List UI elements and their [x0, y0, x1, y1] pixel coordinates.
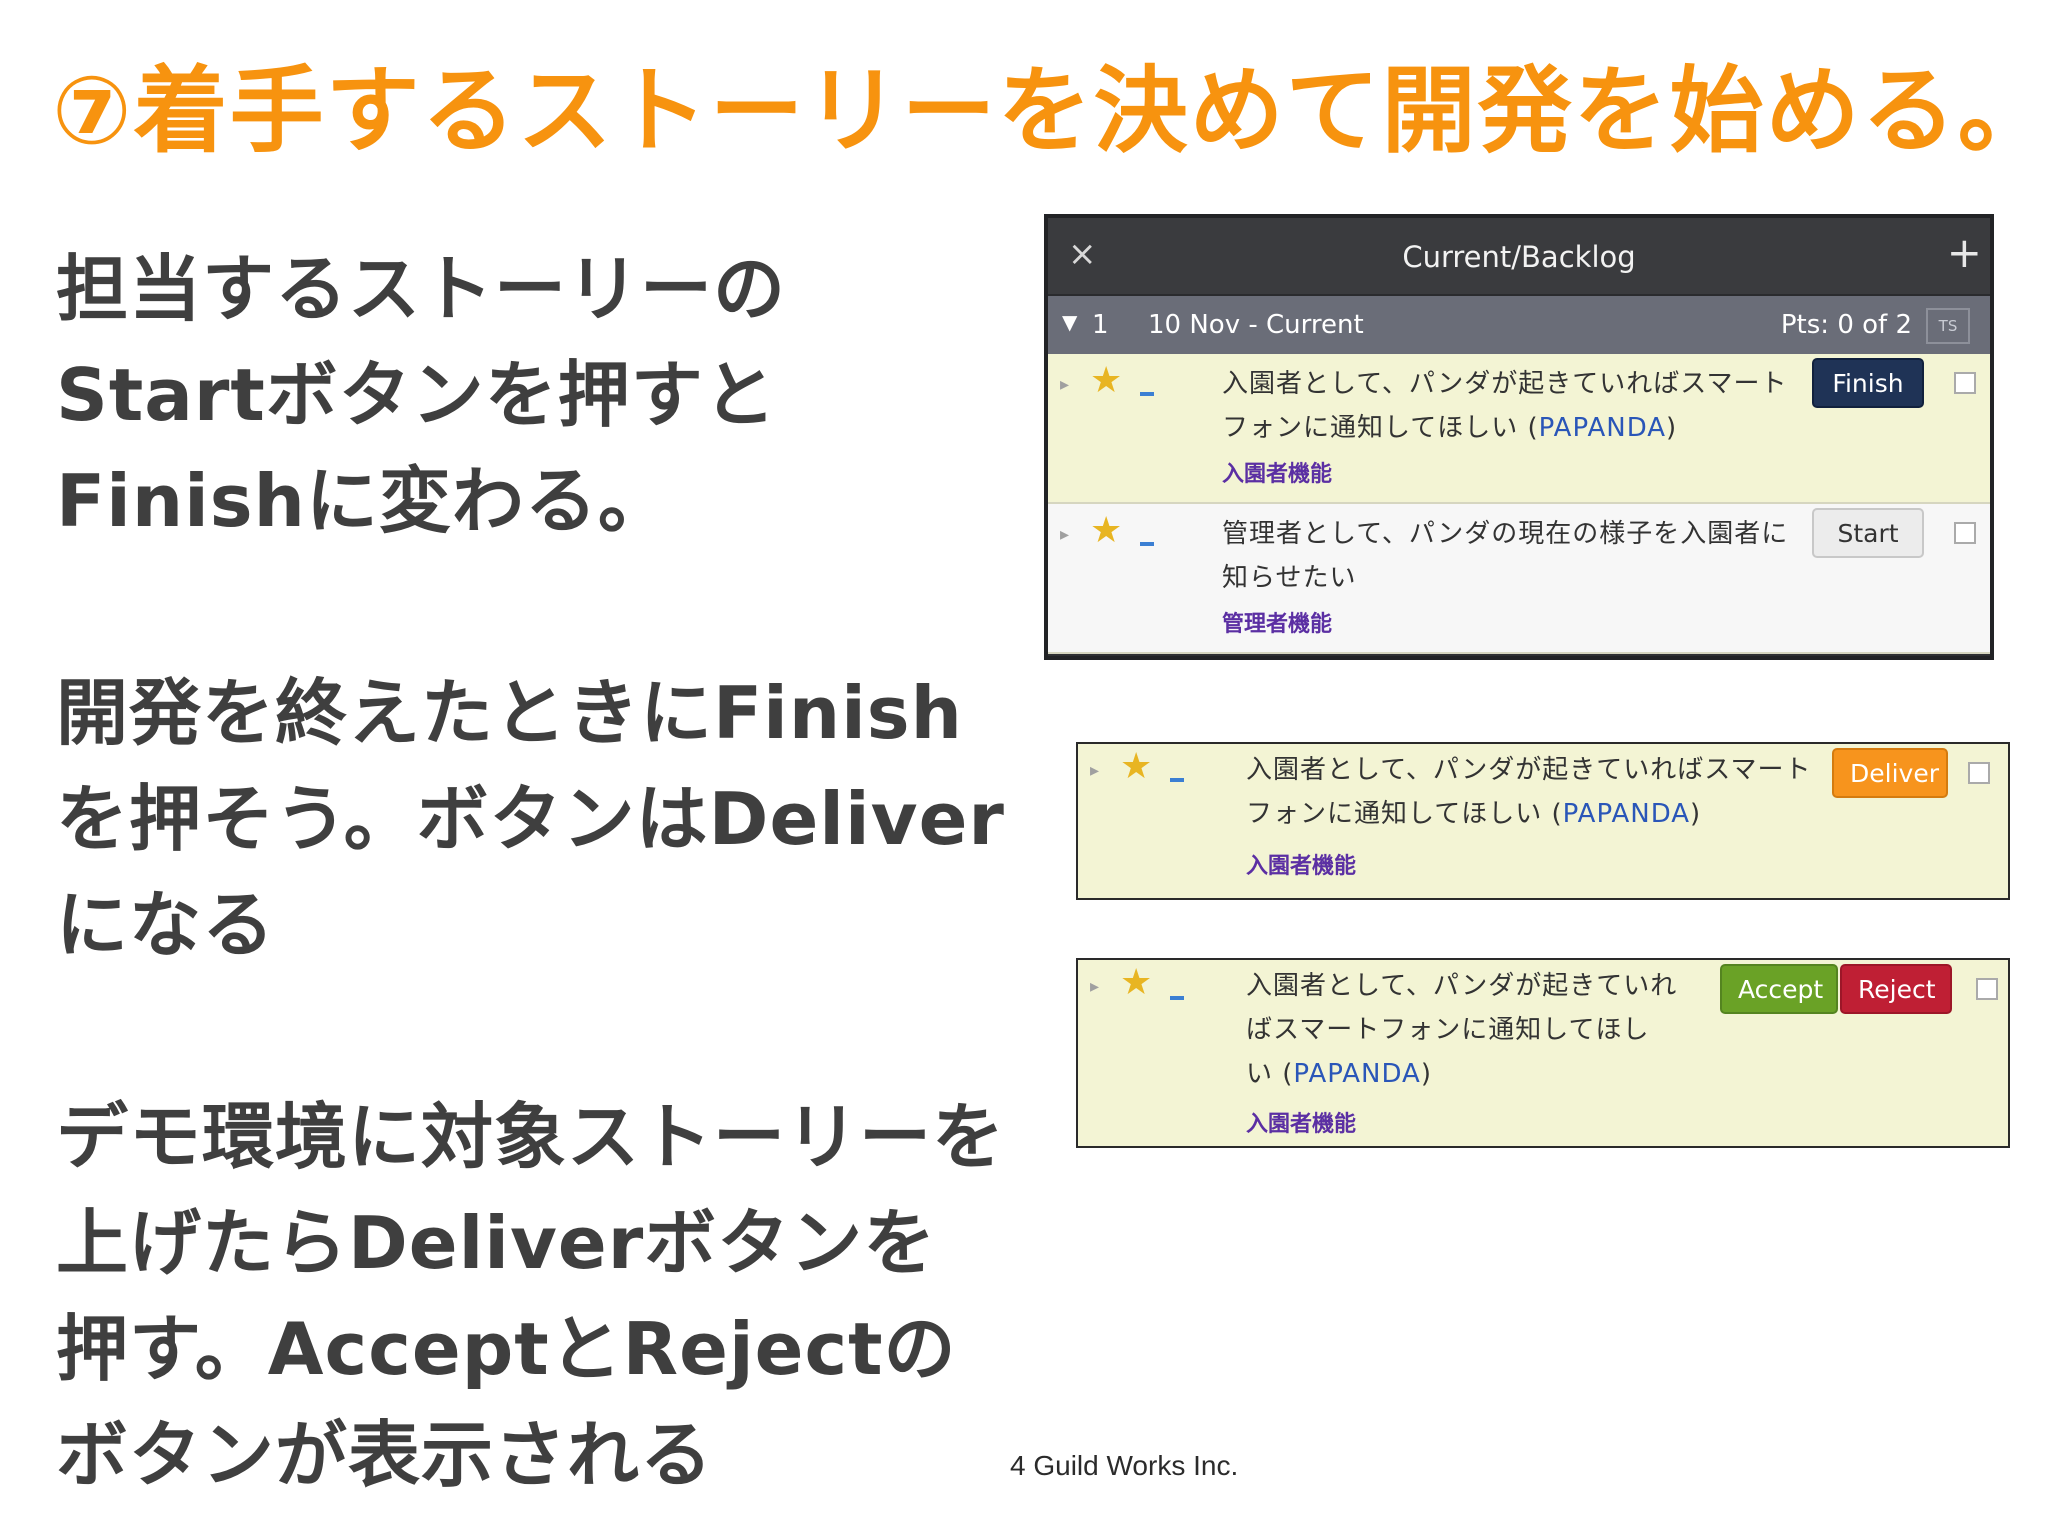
- paragraph-line: になる: [56, 883, 276, 967]
- story-checkbox[interactable]: [1954, 372, 1976, 394]
- deliver-button[interactable]: Deliver: [1832, 748, 1948, 798]
- story-checkbox[interactable]: [1954, 522, 1976, 544]
- panel-title: Current/Backlog: [1402, 240, 1636, 274]
- estimate-icon[interactable]: [1170, 778, 1184, 782]
- project-link[interactable]: PAPANDA: [1562, 799, 1691, 829]
- start-button[interactable]: Start: [1812, 508, 1924, 558]
- paragraph-start-finish: 担当するストーリーの Startボタンを押すと Finishに変わる。: [56, 236, 996, 554]
- star-icon: ★: [1120, 746, 1153, 787]
- story-title-line: 入園者として、パンダが起きていれ: [1246, 971, 1678, 1001]
- paragraph-line: を押そう。ボタンはDeliver: [56, 777, 1005, 861]
- star-icon: ★: [1090, 510, 1123, 551]
- iteration-header[interactable]: ▼ 1 10 Nov - Current Pts: 0 of 2 TS: [1048, 294, 1990, 354]
- story-title-line: ): [1690, 799, 1702, 829]
- expand-icon[interactable]: ▸: [1060, 374, 1070, 395]
- finish-button[interactable]: Finish: [1812, 358, 1924, 408]
- paragraph-line: Startボタンを押すと: [56, 353, 777, 437]
- story-title-line: ばスマートフォンに通知してほし: [1246, 1015, 1650, 1045]
- collapse-icon[interactable]: ▼: [1062, 310, 1078, 334]
- iteration-name: 10 Nov - Current: [1148, 310, 1364, 340]
- slide-footer: 4 Guild Works Inc.: [1010, 1450, 1239, 1481]
- story-label[interactable]: 入園者機能: [1246, 854, 1357, 879]
- paragraph-line: Finishに変わる。: [56, 459, 671, 543]
- story-title-line: フォンに通知してほしい (: [1222, 413, 1539, 443]
- reject-button[interactable]: Reject: [1840, 964, 1952, 1014]
- close-icon[interactable]: ×: [1068, 234, 1097, 274]
- estimate-icon[interactable]: [1140, 542, 1154, 546]
- estimate-icon[interactable]: [1140, 392, 1154, 396]
- story-checkbox[interactable]: [1968, 762, 1990, 784]
- story-title-line: 入園者として、パンダが起きていればスマート: [1222, 369, 1788, 399]
- paragraph-finish-deliver: 開発を終えたときにFinish を押そう。ボタンはDeliver になる: [56, 660, 1005, 978]
- iteration-points: Pts: 0 of 2: [1780, 310, 1912, 340]
- story-row-accept[interactable]: ▸ ★ 入園者として、パンダが起きていれ ばスマートフォンに通知してほし い (…: [1076, 958, 2010, 1148]
- expand-icon[interactable]: ▸: [1090, 976, 1100, 997]
- team-strength-button[interactable]: TS: [1926, 308, 1970, 344]
- story-row[interactable]: ▸ ★ 入園者として、パンダが起きていればスマート フォンに通知してほしい (P…: [1048, 354, 1990, 504]
- project-link[interactable]: PAPANDA: [1293, 1059, 1421, 1089]
- story-title[interactable]: 入園者として、パンダが起きていればスマート フォンに通知してほしい (PAPAN…: [1222, 362, 1822, 450]
- paragraph-line: 担当するストーリーの: [56, 247, 787, 331]
- story-title-line: 知らせたい: [1222, 563, 1357, 593]
- story-label[interactable]: 入園者機能: [1222, 462, 1333, 487]
- paragraph-line: 開発を終えたときにFinish: [56, 671, 963, 755]
- story-title-line: ): [1666, 413, 1678, 443]
- story-title-line: い (: [1246, 1059, 1294, 1089]
- accept-button[interactable]: Accept: [1720, 964, 1838, 1014]
- expand-icon[interactable]: ▸: [1060, 524, 1070, 545]
- story-title-line: フォンに通知してほしい (: [1246, 799, 1563, 829]
- paragraph-line: 押す。AcceptとRejectの: [56, 1307, 957, 1391]
- story-label[interactable]: 入園者機能: [1246, 1112, 1357, 1137]
- iteration-number: 1: [1092, 310, 1109, 340]
- paragraph-line: ボタンが表示される: [56, 1413, 714, 1497]
- paragraph-line: 上げたらDeliverボタンを: [56, 1201, 937, 1285]
- paragraph-line: デモ環境に対象ストーリーを: [56, 1095, 1006, 1179]
- current-backlog-panel: × Current/Backlog + ▼ 1 10 Nov - Current…: [1044, 214, 1994, 660]
- story-title-line: 入園者として、パンダが起きていればスマート: [1246, 755, 1812, 785]
- star-icon: ★: [1120, 962, 1153, 1003]
- add-icon[interactable]: +: [1946, 228, 1982, 277]
- story-title[interactable]: 入園者として、パンダが起きていれ ばスマートフォンに通知してほし い (PAPA…: [1246, 964, 1706, 1096]
- story-label[interactable]: 管理者機能: [1222, 612, 1333, 637]
- story-row-deliver[interactable]: ▸ ★ 入園者として、パンダが起きていればスマート フォンに通知してほしい (P…: [1076, 742, 2010, 900]
- story-checkbox[interactable]: [1976, 978, 1998, 1000]
- story-row[interactable]: ▸ ★ 管理者として、パンダの現在の様子を入園者に 知らせたい 管理者機能 St…: [1048, 504, 1990, 654]
- story-title[interactable]: 入園者として、パンダが起きていればスマート フォンに通知してほしい (PAPAN…: [1246, 748, 1846, 836]
- slide-title: ⑦着手するストーリーを決めて開発を始める。: [52, 57, 2048, 166]
- star-icon: ★: [1090, 360, 1123, 401]
- story-title-line: 管理者として、パンダの現在の様子を入園者に: [1222, 519, 1789, 549]
- panel-header: × Current/Backlog +: [1048, 218, 1990, 294]
- story-title[interactable]: 管理者として、パンダの現在の様子を入園者に 知らせたい: [1222, 512, 1822, 600]
- story-title-line: ): [1420, 1059, 1432, 1089]
- expand-icon[interactable]: ▸: [1090, 760, 1100, 781]
- project-link[interactable]: PAPANDA: [1538, 413, 1667, 443]
- paragraph-deliver-accept: デモ環境に対象ストーリーを 上げたらDeliverボタンを 押す。Acceptと…: [56, 1084, 1006, 1508]
- estimate-icon[interactable]: [1170, 996, 1184, 1000]
